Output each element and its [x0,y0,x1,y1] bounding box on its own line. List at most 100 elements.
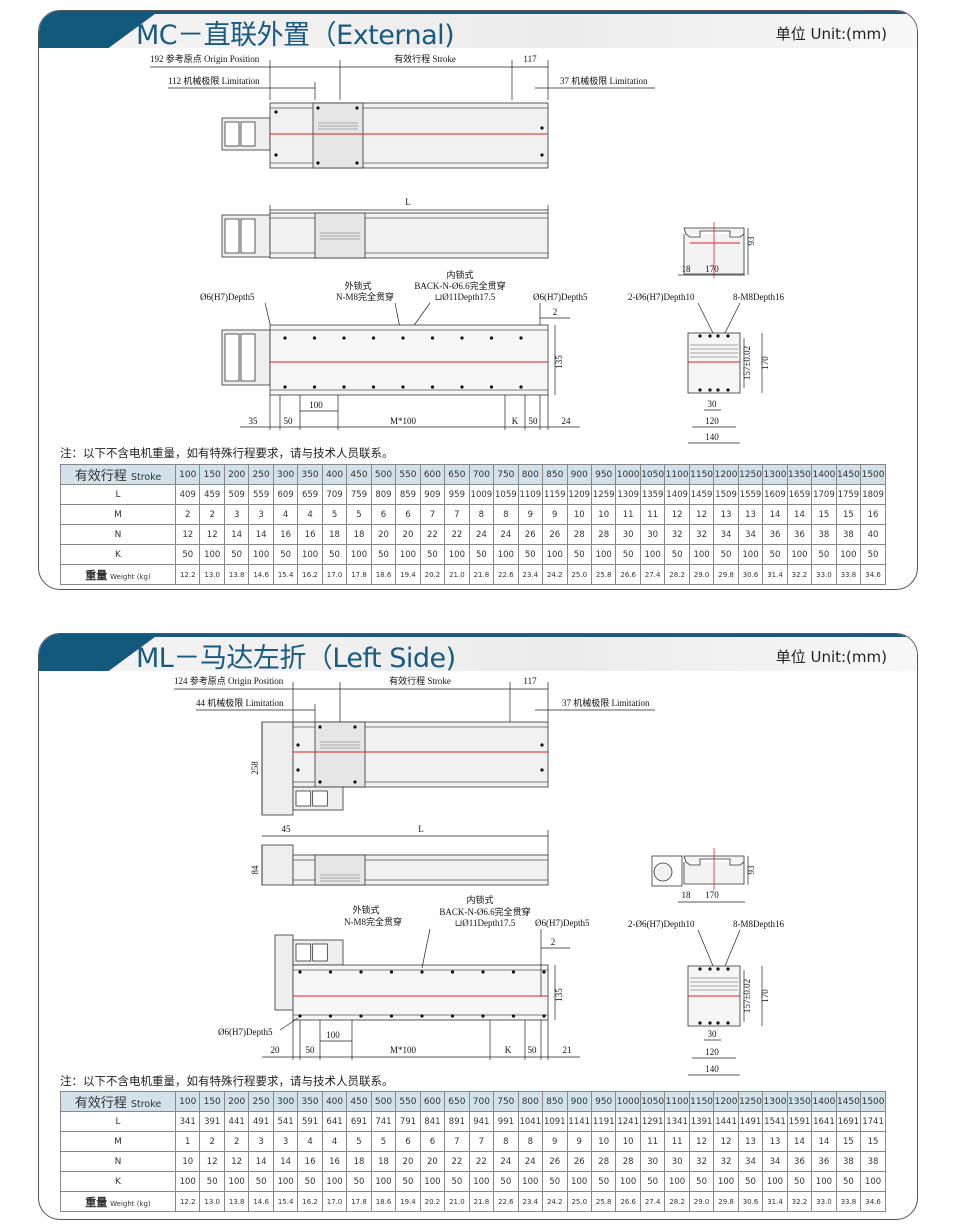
table-cell: 100 [786,544,813,565]
table-cell: 1309 [615,484,641,505]
stroke-header-cell: 1100 [664,1091,690,1112]
stroke-header-cell: 150 [199,464,225,485]
table-cell: 1091 [542,1111,568,1132]
table-cell: 18 [346,1151,372,1172]
stroke-header-cell: 350 [297,1091,323,1112]
table-cell: 559 [248,484,274,505]
table-cell: 26 [566,1151,592,1172]
weight-cell: 30.6 [737,564,764,585]
table-cell: 3 [272,1131,299,1152]
weight-cell: 29.8 [713,1191,739,1212]
row-label: M [60,1131,176,1152]
table-cell: 1541 [762,1111,788,1132]
stroke-header-cell: 1200 [713,464,739,485]
table-cell: 1591 [786,1111,813,1132]
table-cell: 4 [321,1131,348,1152]
table-cell: 1041 [517,1111,544,1132]
row-label: L [60,1111,176,1132]
weight-cell: 31.4 [762,564,788,585]
table-cell: 1559 [737,484,764,505]
table-cell: 50 [223,544,250,565]
table-cell: 50 [444,1171,470,1192]
weight-cell: 22.6 [493,1191,519,1212]
table-cell: 1709 [811,484,837,505]
table-cell: 13 [737,1131,764,1152]
table-cell: 12 [199,1151,225,1172]
table-cell: 14 [762,504,788,525]
weight-cell: 13.0 [199,564,225,585]
header-label-en: Stroke [130,472,162,483]
stroke-header-cell: 1500 [860,1091,886,1112]
table-cell: 16 [297,524,323,545]
stroke-header-cell: 1050 [639,464,666,485]
table-cell: 20 [419,1151,446,1172]
table-cell: 541 [272,1111,299,1132]
weight-cell: 12.2 [174,564,201,585]
table-cell: 12 [223,1151,250,1172]
weight-cell: 18.6 [370,1191,397,1212]
table-cell: 1741 [860,1111,886,1132]
table-cell: 50 [199,1171,225,1192]
weight-cell: 13.0 [199,1191,225,1212]
table-cell: 7 [444,1131,470,1152]
table-cell: 50 [468,544,495,565]
header-label-cell: 有效行程 Stroke [60,464,176,485]
table-cell: 11 [639,1131,666,1152]
table-cell: 1359 [639,484,666,505]
table-cell: 28 [566,524,592,545]
stroke-header-cell: 1500 [860,464,886,485]
table-cell: 7 [444,504,470,525]
stroke-header-cell: 250 [248,1091,274,1112]
weight-cell: 20.2 [419,564,446,585]
weight-cell: 33.0 [811,1191,837,1212]
table-cell: 30 [664,1151,690,1172]
table-cell: 10 [615,1131,641,1152]
table-cell: 100 [272,1171,299,1192]
section-header-band [39,11,917,48]
table-cell: 691 [346,1111,372,1132]
table-cell: 28 [615,1151,641,1172]
table-cell: 1459 [688,484,715,505]
table-cell: 100 [811,1171,837,1192]
weight-cell: 32.2 [786,564,813,585]
table-cell: 26 [517,524,544,545]
table-cell: 441 [223,1111,250,1132]
table-cell: 8 [493,504,519,525]
table-cell: 100 [542,544,568,565]
table-note: 注：以下不含电机重量，如有特殊行程要求，请与技术人员联系。 [60,446,394,460]
table-cell: 741 [370,1111,397,1132]
table-cell: 20 [395,524,421,545]
weight-cell: 25.8 [590,564,617,585]
weight-cell: 33.8 [835,564,862,585]
table-cell: 2 [199,1131,225,1152]
stroke-header-cell: 850 [542,464,568,485]
table-cell: 409 [174,484,201,505]
table-cell: 24 [493,1151,519,1172]
table-cell: 3 [248,1131,274,1152]
table-cell: 50 [297,1171,323,1192]
table-cell: 7 [419,504,446,525]
table-cell: 100 [248,544,274,565]
row-label: N [60,1151,176,1172]
weight-cell: 12.2 [174,1191,201,1212]
table-cell: 24 [517,1151,544,1172]
table-cell: 14 [811,1131,837,1152]
table-cell: 50 [713,544,739,565]
table-cell: 100 [199,544,225,565]
weight-cell: 26.6 [615,1191,641,1212]
table-cell: 991 [493,1111,519,1132]
weight-cell: 21.8 [468,1191,495,1212]
table-cell: 10 [566,504,592,525]
table-cell: 791 [395,1111,421,1132]
stroke-header-cell: 1400 [811,464,837,485]
table-cell: 100 [860,1171,886,1192]
stroke-header-cell: 800 [517,464,544,485]
table-cell: 100 [737,544,764,565]
table-cell: 30 [639,1151,666,1172]
weight-cell: 27.4 [639,564,666,585]
table-cell: 1109 [517,484,544,505]
table-cell: 32 [664,524,690,545]
table-cell: 459 [199,484,225,505]
